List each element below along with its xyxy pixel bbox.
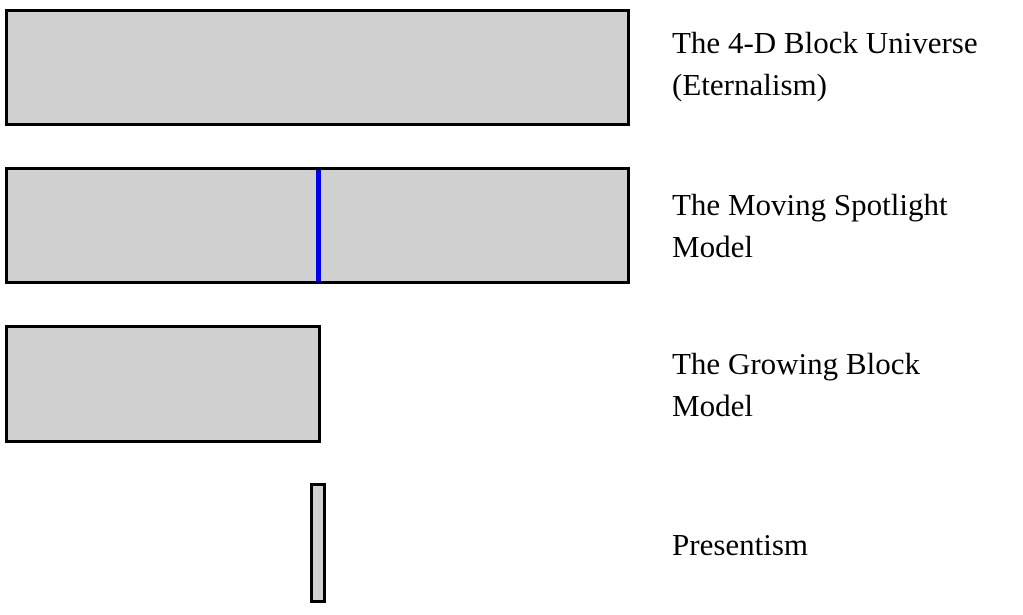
eternalism-label-line-2: (Eternalism) bbox=[672, 67, 827, 102]
growing-block-label: The Growing Block Model bbox=[672, 343, 920, 427]
presentism-label: Presentism bbox=[672, 524, 808, 566]
moving-spotlight-label-line-1: The Moving Spotlight bbox=[672, 187, 948, 222]
spotlight-present-line bbox=[316, 170, 321, 281]
eternalism-label-line-1: The 4-D Block Universe bbox=[672, 25, 978, 60]
growing-block-label-line-2: Model bbox=[672, 388, 753, 423]
presentism-block bbox=[310, 483, 326, 603]
eternalism-label: The 4-D Block Universe (Eternalism) bbox=[672, 22, 978, 106]
presentism-label-line-1: Presentism bbox=[672, 527, 809, 562]
moving-spotlight-label: The Moving Spotlight Model bbox=[672, 184, 948, 268]
moving-spotlight-block bbox=[5, 167, 630, 284]
eternalism-block bbox=[5, 9, 630, 126]
moving-spotlight-label-line-2: Model bbox=[672, 229, 753, 264]
growing-block bbox=[5, 325, 321, 443]
growing-block-label-line-1: The Growing Block bbox=[672, 346, 920, 381]
